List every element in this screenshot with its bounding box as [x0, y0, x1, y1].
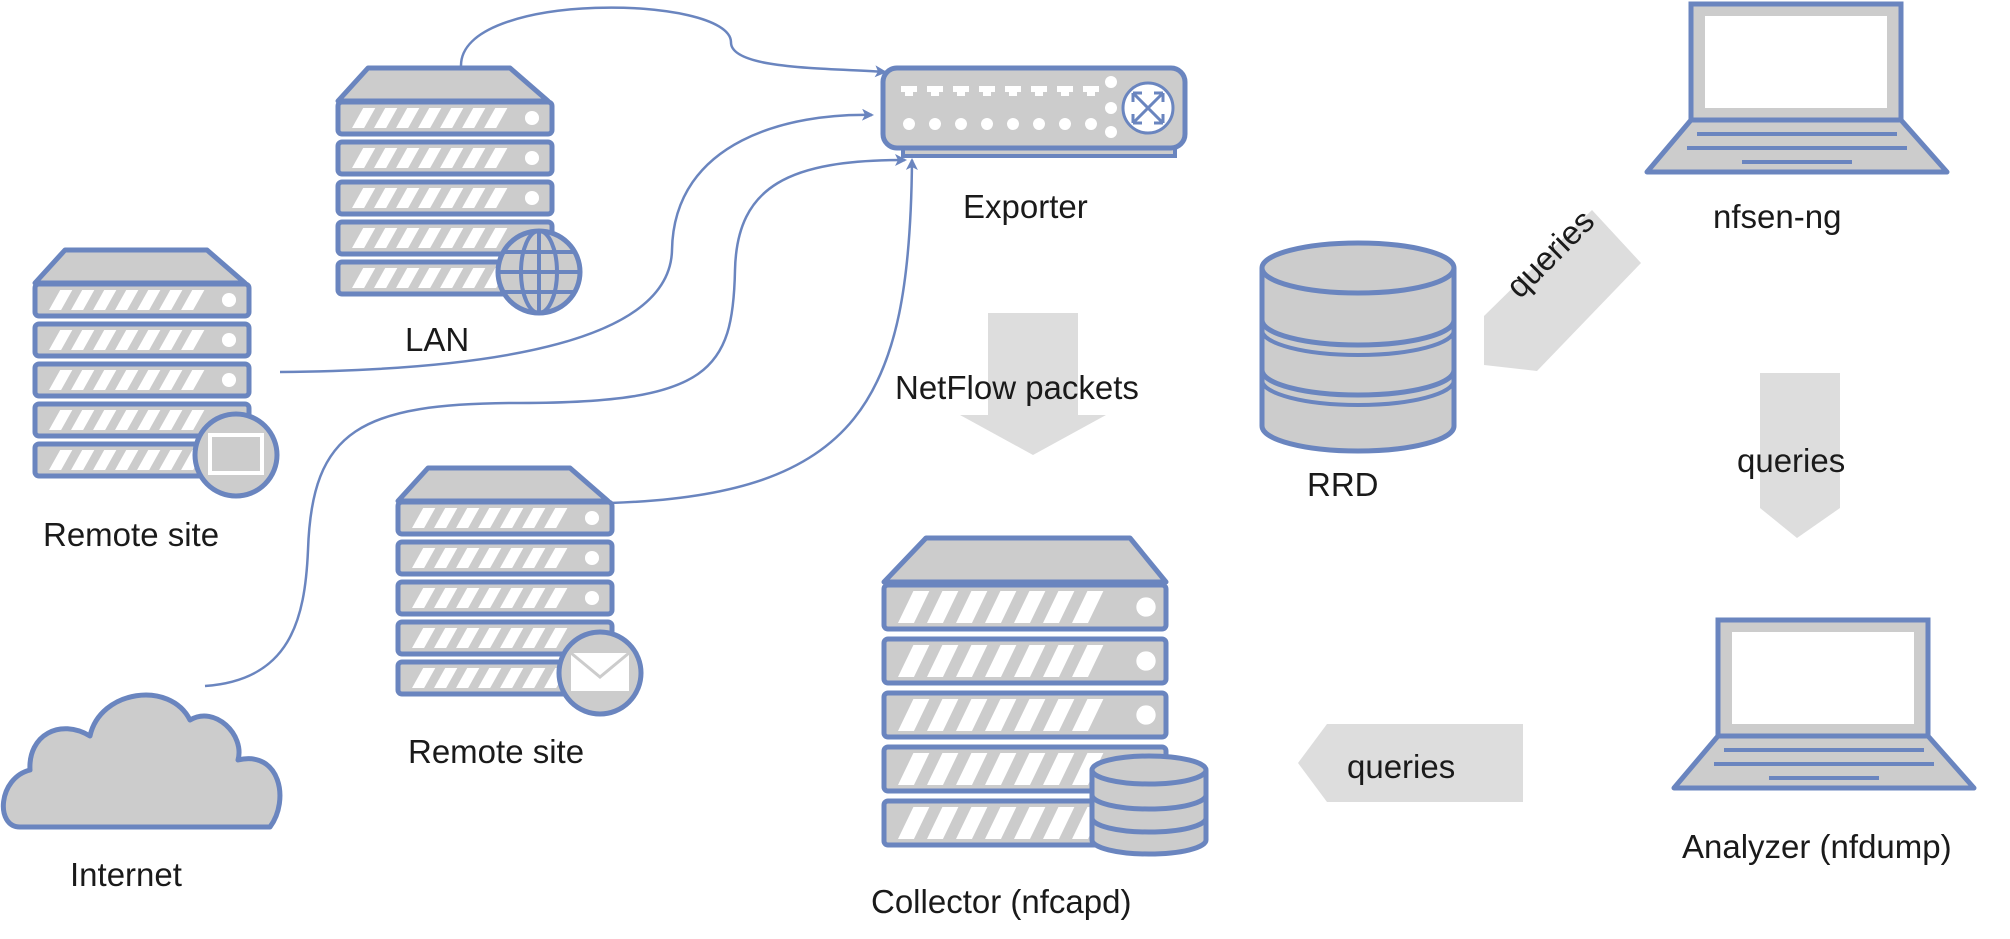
- nfsen-laptop-icon: [1644, 1, 1950, 175]
- exporter-switch-icon: [880, 65, 1188, 158]
- globe-icon: [495, 228, 583, 316]
- analyzer-laptop-icon: [1671, 617, 1977, 791]
- rrd-label: RRD: [1307, 466, 1379, 503]
- exporter-label: Exporter: [963, 188, 1088, 225]
- queries-diag-arrow: [1484, 210, 1641, 371]
- queries-left-arrow: [1298, 724, 1523, 802]
- remote-site-mail-label: Remote site: [408, 733, 585, 770]
- remote-left-connection: [279, 108, 874, 374]
- queries-down-arrow: [1760, 373, 1840, 538]
- queries-left-label: queries: [1347, 748, 1456, 785]
- lan-connection: [459, 6, 887, 78]
- remote-site-left-label: Remote site: [43, 516, 220, 553]
- netflow-arrow: [960, 313, 1106, 455]
- collector-database-icon: [1089, 753, 1209, 857]
- lan-label: LAN: [405, 321, 470, 358]
- internet-label: Internet: [70, 856, 182, 893]
- mail-icon: [556, 629, 644, 717]
- lan-server-icon: [335, 65, 555, 297]
- remote-mail-connection: [609, 158, 918, 505]
- nfsen-label: nfsen-ng: [1713, 198, 1842, 235]
- internet-cloud-icon: [0, 692, 283, 830]
- screen-icon: [192, 411, 280, 499]
- queries-down-label: queries: [1737, 442, 1846, 479]
- rrd-database-icon: [1259, 240, 1457, 454]
- netflow-packets-label: NetFlow packets: [895, 369, 1139, 406]
- internet-connection: [204, 154, 907, 688]
- collector-label: Collector (nfcapd): [871, 883, 1132, 920]
- analyzer-label: Analyzer (nfdump): [1682, 828, 1952, 865]
